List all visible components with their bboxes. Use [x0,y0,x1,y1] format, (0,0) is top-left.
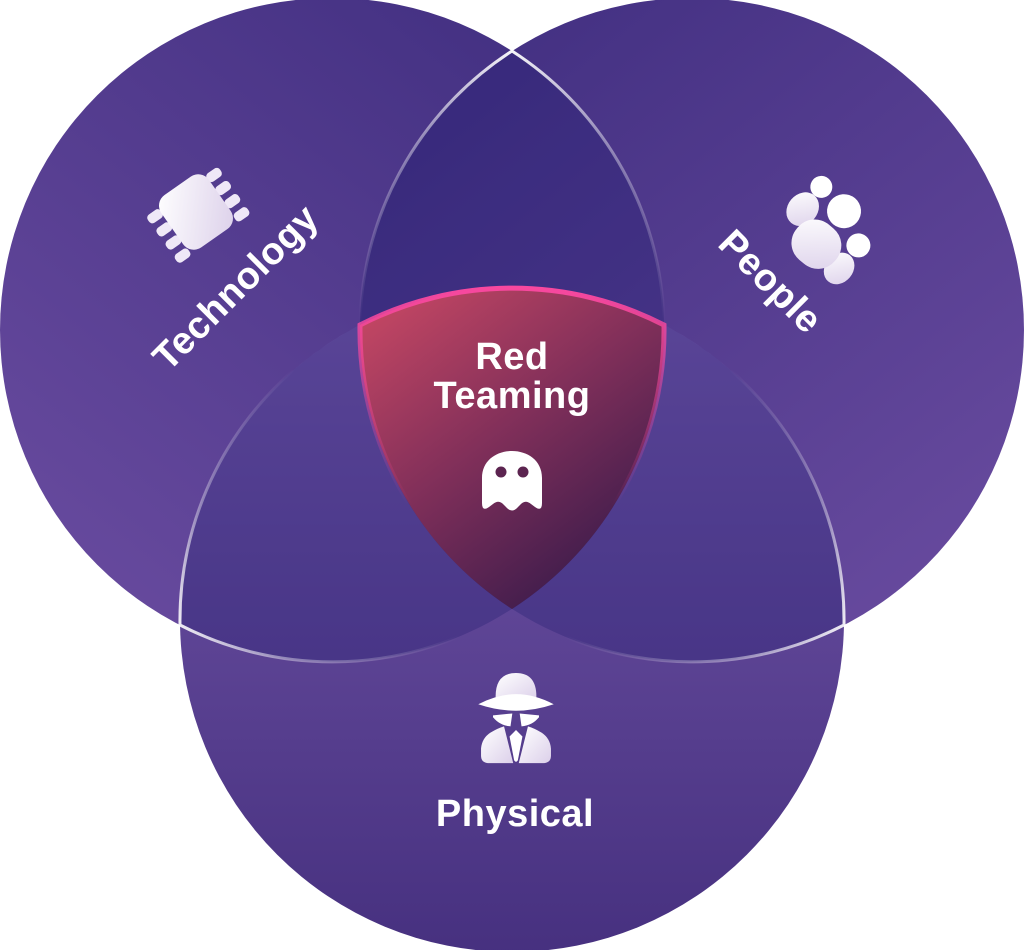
people-icon [786,175,871,285]
ghost-icon [482,451,542,511]
center-label-line1: Red [475,336,548,378]
center-label-line2: Teaming [434,375,591,417]
red-teaming-shield [357,285,667,612]
physical-label: Physical [436,793,594,835]
spy-icon [478,673,554,764]
ghost-eye-right [517,466,529,478]
ghost-eye-left [495,466,507,478]
physical-circle [180,288,844,950]
chip-icon [147,167,250,263]
